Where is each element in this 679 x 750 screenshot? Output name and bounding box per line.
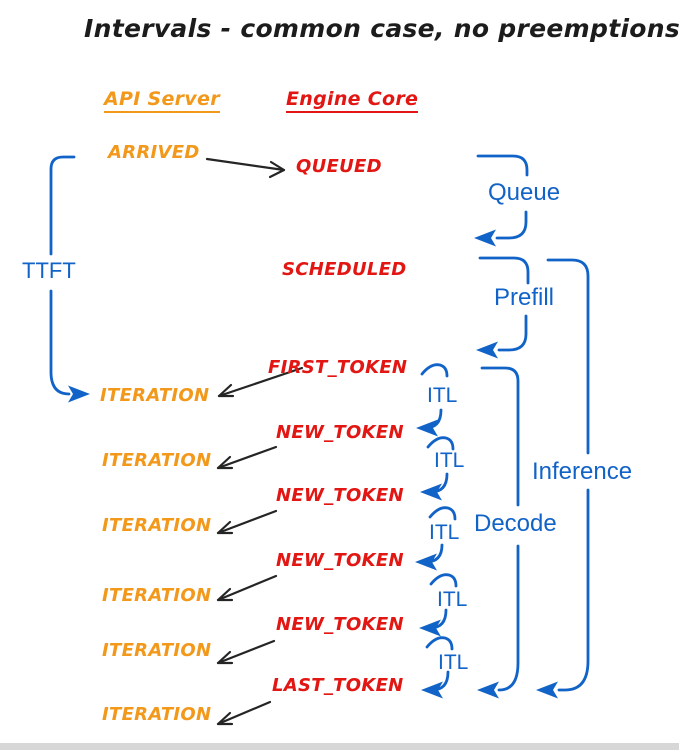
event-new-token-2: NEW_TOKEN	[276, 485, 404, 506]
interval-label-itl-4: ITL	[437, 588, 468, 611]
inference-arrowhead-icon	[536, 681, 558, 699]
column-header-engine-core: Engine Core	[286, 89, 419, 113]
itl-arrowhead-icon	[416, 419, 438, 437]
event-new-token-1: NEW_TOKEN	[276, 422, 404, 443]
itl-arrowhead-icon	[421, 681, 443, 699]
event-iteration-1: ITERATION	[100, 385, 210, 406]
event-iteration-6: ITERATION	[102, 704, 212, 725]
arrow-new-token3-to-iteration	[216, 574, 278, 602]
event-last-token: LAST_TOKEN	[272, 675, 404, 696]
itl-arrowhead-icon	[419, 619, 441, 637]
event-new-token-4: NEW_TOKEN	[276, 614, 404, 635]
event-queued: QUEUED	[296, 156, 382, 177]
decode-bracket	[477, 366, 520, 699]
prefill-arrowhead-icon	[476, 341, 498, 359]
ttft-bracket	[49, 155, 90, 403]
interval-label-queue: Queue	[488, 179, 561, 206]
interval-label-inference: Inference	[532, 458, 633, 485]
event-iteration-5: ITERATION	[102, 640, 212, 661]
itl-bracket-5	[421, 636, 454, 699]
event-arrived: ARRIVED	[108, 142, 200, 163]
arrow-new-token1-to-iteration	[216, 445, 278, 470]
interval-label-itl-3: ITL	[429, 521, 460, 544]
event-first-token: FIRST_TOKEN	[268, 357, 408, 378]
bottom-edge-bar	[0, 743, 679, 750]
arrow-arrived-to-queued	[205, 157, 286, 179]
itl-bracket-2	[420, 436, 455, 501]
itl-bracket-1	[416, 363, 449, 437]
arrow-first-token-to-iteration	[217, 366, 304, 398]
interval-label-itl-1: ITL	[427, 384, 458, 407]
interval-label-prefill: Prefill	[494, 284, 555, 311]
interval-label-itl-5: ITL	[438, 651, 469, 674]
arrow-last-token-to-iteration	[216, 700, 272, 726]
arrow-new-token4-to-iteration	[216, 639, 276, 665]
itl-bracket-3	[415, 506, 457, 571]
itl-arrowhead-icon	[415, 553, 437, 571]
ttft-arrowhead-icon	[68, 385, 90, 403]
inference-bracket	[536, 258, 590, 699]
prefill-bracket	[476, 256, 530, 359]
decode-arrowhead-icon	[477, 681, 499, 699]
event-scheduled: SCHEDULED	[282, 259, 407, 280]
interval-label-itl-2: ITL	[434, 449, 465, 472]
interval-label-ttft: TTFT	[22, 258, 76, 283]
event-iteration-2: ITERATION	[102, 450, 212, 471]
interval-label-decode: Decode	[474, 510, 557, 537]
arrow-new-token2-to-iteration	[216, 509, 278, 535]
event-iteration-3: ITERATION	[102, 515, 212, 536]
queue-arrowhead-icon	[474, 229, 496, 247]
column-header-api-server: API Server	[104, 89, 220, 113]
itl-bracket-4	[419, 573, 458, 637]
queue-bracket	[474, 154, 529, 247]
itl-arrowhead-icon	[420, 483, 442, 501]
event-iteration-4: ITERATION	[102, 585, 212, 606]
diagram-title: Intervals - common case, no preemptions	[84, 14, 679, 43]
event-new-token-3: NEW_TOKEN	[276, 550, 404, 571]
